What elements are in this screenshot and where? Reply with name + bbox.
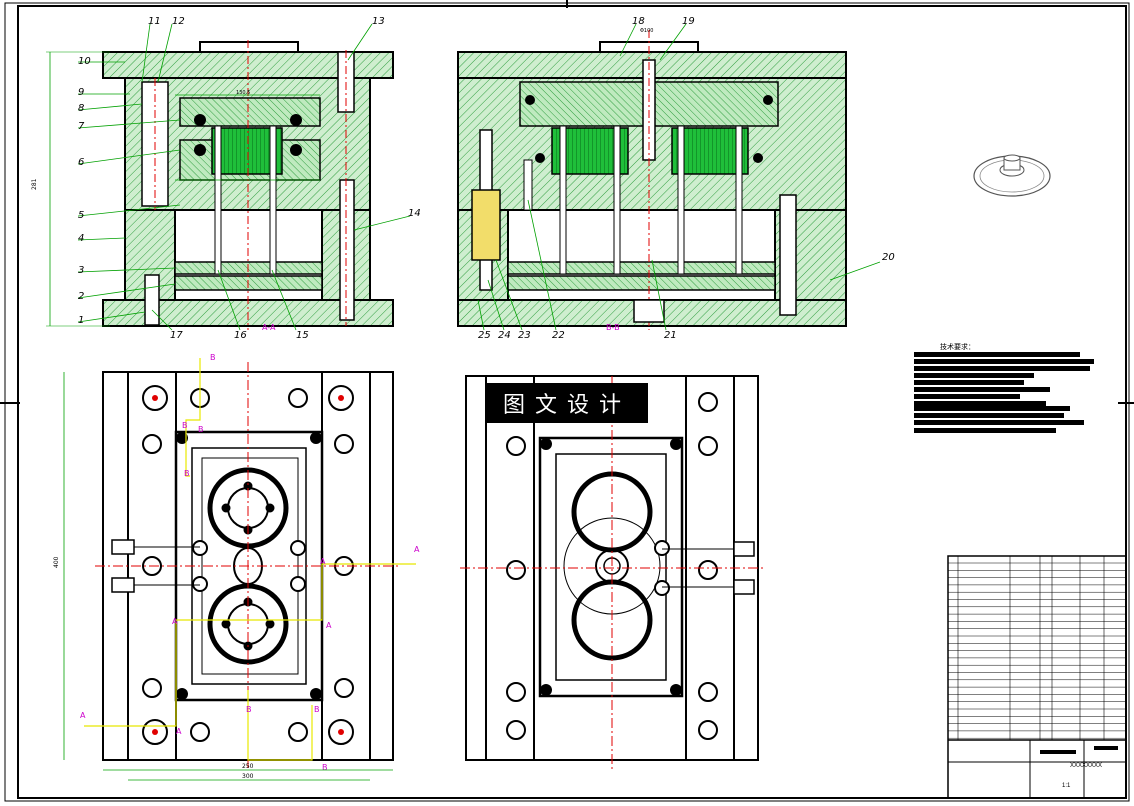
tech-requirements-lines [914, 352, 1094, 433]
parts-list-rows [948, 562, 1126, 739]
balloon-24: 24 [498, 330, 511, 341]
balloon-12: 12 [172, 16, 185, 27]
balloon-8: 8 [78, 103, 84, 114]
plan-view-moving-half: B B B B A A A A A A B B B 400 250 300 [53, 353, 420, 781]
svg-text:A: A [172, 617, 178, 626]
section-label-bb: B-B [606, 323, 620, 332]
part-thumbnail [973, 154, 1051, 197]
balloon-18: 18 [632, 16, 645, 27]
balloon-25: 25 [478, 330, 491, 341]
svg-text:B: B [182, 421, 188, 430]
balloon-2: 2 [78, 291, 84, 302]
svg-text:B: B [322, 763, 328, 772]
balloon-4: 4 [78, 233, 84, 244]
balloon-3: 3 [78, 265, 84, 276]
section-view-aa: 281 130.5 A-A [31, 23, 411, 332]
tech-requirements-title: 技术要求： [940, 344, 975, 351]
section-view-bb: B-B Φ100 [457, 23, 881, 332]
leader-lines-bb [477, 23, 881, 331]
balloon-19: 19 [682, 16, 695, 27]
parts-list-table [947, 555, 1127, 799]
svg-text:B: B [198, 425, 204, 434]
drawing-scale: 1:1 [1062, 783, 1071, 789]
balloon-5: 5 [78, 210, 84, 221]
section-label-aa: A-A [262, 323, 276, 332]
svg-text:A: A [176, 727, 182, 736]
svg-text:A: A [320, 557, 326, 566]
svg-text:B: B [184, 469, 190, 478]
svg-text:A: A [326, 621, 332, 630]
svg-text:A: A [414, 545, 420, 554]
plan-view-fixed-half [460, 375, 766, 770]
balloon-22: 22 [552, 330, 565, 341]
dim-width-inner: 250 [242, 763, 254, 770]
balloon-13: 13 [372, 16, 385, 27]
svg-text:A: A [80, 711, 86, 720]
svg-text:B: B [210, 353, 216, 362]
drawing-number: XXXXXXXX [1070, 763, 1103, 769]
balloon-10: 10 [78, 56, 91, 67]
balloon-11: 11 [148, 16, 161, 27]
balloon-21: 21 [664, 330, 677, 341]
balloon-14: 14 [408, 208, 421, 219]
balloon-15: 15 [296, 330, 309, 341]
dim-height-left: 281 [31, 178, 38, 190]
balloon-7: 7 [78, 121, 85, 132]
balloon-1: 1 [78, 315, 84, 326]
balloon-16: 16 [234, 330, 247, 341]
watermark-banner: 图文设计 [486, 383, 648, 423]
svg-text:B: B [314, 705, 320, 714]
balloon-9: 9 [78, 87, 84, 98]
dim-sprue: Φ100 [640, 28, 653, 34]
balloon-labels: 10 9 8 7 6 5 4 3 2 1 11 12 13 14 15 16 1… [78, 16, 895, 341]
dim-width-outer: 300 [242, 773, 254, 780]
balloon-20: 20 [882, 252, 895, 263]
dim-height-plan: 400 [53, 556, 60, 568]
dim-width-top: 130.5 [236, 90, 250, 96]
leader-lines-aa [77, 23, 411, 331]
svg-text:B: B [246, 705, 252, 714]
balloon-6: 6 [78, 157, 84, 168]
balloon-17: 17 [170, 330, 183, 341]
balloon-23: 23 [518, 330, 531, 341]
